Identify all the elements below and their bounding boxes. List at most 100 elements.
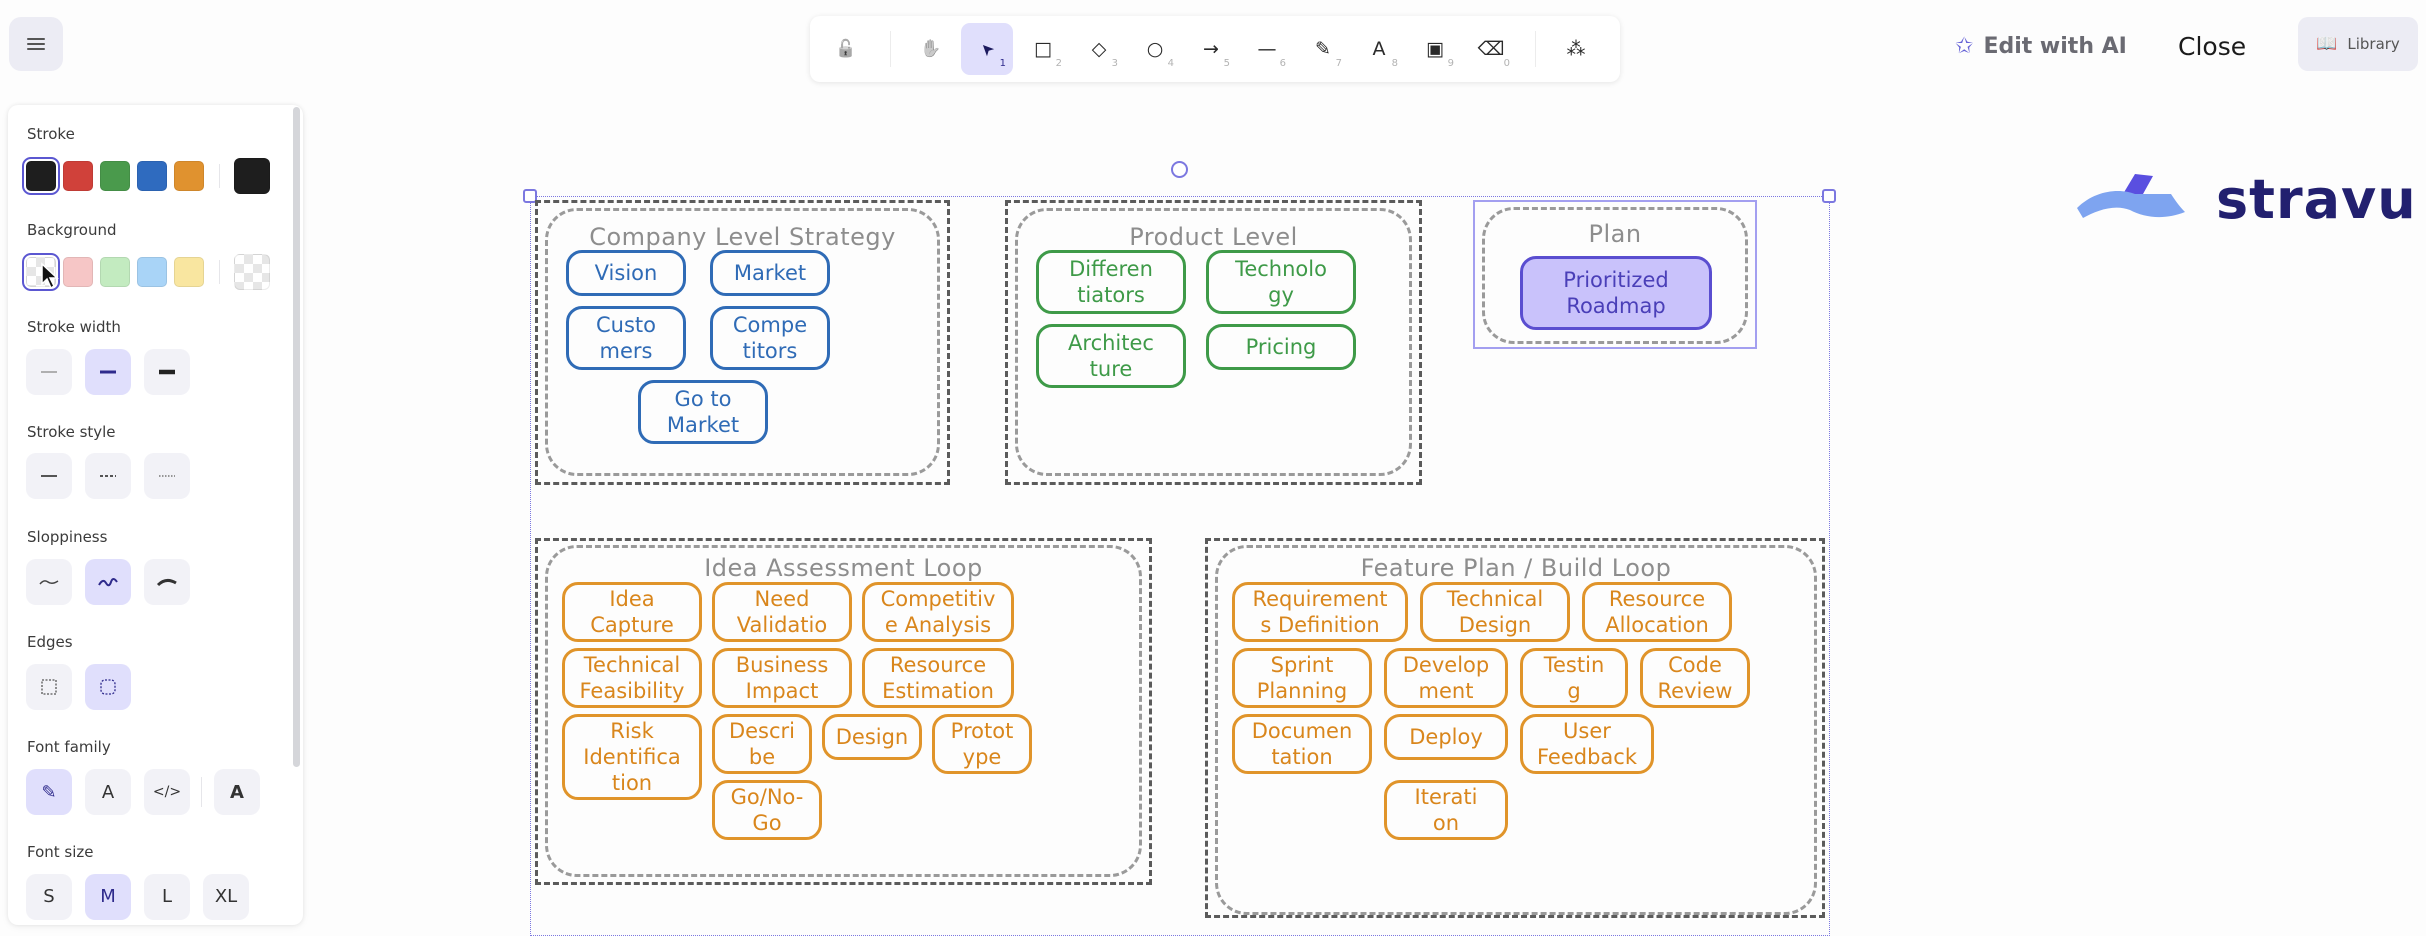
sloppiness-artist-button[interactable] [85, 559, 131, 605]
stroke-color-swatch[interactable] [100, 161, 130, 191]
resize-handle-top-right[interactable] [1822, 189, 1836, 203]
font-code-button[interactable]: </> [144, 769, 190, 815]
stroke-color-picker[interactable] [234, 158, 270, 194]
stroke-width-extra-bold-button[interactable] [144, 349, 190, 395]
diagram-node[interactable]: Design [822, 714, 922, 760]
edges-round-button[interactable] [85, 664, 131, 710]
sloppiness-cartoonist-button[interactable] [144, 559, 190, 605]
background-color-swatch[interactable] [100, 257, 130, 287]
diagram-node[interactable]: User Feedback [1520, 714, 1654, 774]
stroke-width-bold-button[interactable] [85, 349, 131, 395]
diagram-node[interactable]: Technical Design [1420, 582, 1570, 642]
stroke-color-swatch[interactable] [63, 161, 93, 191]
tool-rectangle-button[interactable]: □2 [1017, 23, 1069, 75]
diagram-node[interactable]: Resource Allocation [1582, 582, 1732, 642]
tool-hand-button[interactable]: ✋ [905, 23, 957, 75]
diagram-node[interactable]: Architec ture [1036, 324, 1186, 388]
panel-scrollbar[interactable] [293, 107, 300, 767]
diagram-node[interactable]: Descri be [712, 714, 812, 774]
diagram-node[interactable]: Iterati on [1384, 780, 1508, 840]
diagram-node[interactable]: Develop ment [1384, 648, 1508, 708]
stroke-style-dashed-button[interactable] [85, 453, 131, 499]
tool-arrow-button[interactable]: →5 [1185, 23, 1237, 75]
stroke-color-swatch[interactable] [22, 157, 60, 195]
diagram-node[interactable]: Pricing [1206, 324, 1356, 370]
font-family-label: Font family [27, 738, 111, 756]
resize-handle-top-left[interactable] [523, 189, 537, 203]
tool-more-tools-button[interactable]: ⁂ [1550, 23, 1602, 75]
diagram-node[interactable]: Resource Estimation [862, 648, 1014, 708]
stroke-color-swatch[interactable] [137, 161, 167, 191]
font-size-m-button[interactable]: M [85, 874, 131, 920]
tool-diamond-button[interactable]: ◇3 [1073, 23, 1125, 75]
font-normal-button[interactable]: A [85, 769, 131, 815]
book-icon: 📖 [2316, 34, 2338, 54]
diagram-node[interactable]: Testin g [1520, 648, 1628, 708]
edit-with-ai-button[interactable]: ✩ Edit with AI [1955, 26, 2127, 66]
diagram-node[interactable]: Market [710, 250, 830, 296]
frame-idea-assessment-loop-container[interactable]: Idea Assessment Loop [545, 545, 1142, 877]
tool-eraser-button[interactable]: ⌫0 [1465, 23, 1517, 75]
stroke-style-solid-button[interactable] [26, 453, 72, 499]
close-button[interactable]: Close [2178, 31, 2247, 61]
main-menu-button[interactable] [9, 17, 63, 71]
diagram-node[interactable]: Prioritized Roadmap [1520, 256, 1712, 330]
font-size-label: Font size [27, 843, 94, 861]
background-color-swatch[interactable] [63, 257, 93, 287]
stroke-color-swatch[interactable] [174, 161, 204, 191]
diagram-node[interactable]: Vision [566, 250, 686, 296]
eraser-icon: ⌫ [1477, 38, 1505, 60]
background-color-swatch[interactable] [174, 257, 204, 287]
diagram-node[interactable]: Technical Feasibility [562, 648, 702, 708]
diagram-node[interactable]: Technolo gy [1206, 250, 1356, 314]
diagram-node[interactable]: Go to Market [638, 380, 768, 444]
diagram-node[interactable]: Sprint Planning [1232, 648, 1372, 708]
font-hand-drawn-button[interactable]: ✎ [26, 769, 72, 815]
diagram-node[interactable]: Go/No- Go [712, 780, 822, 840]
image-icon: ▣ [1426, 38, 1444, 60]
diagram-node[interactable]: Differen tiators [1036, 250, 1186, 314]
diagram-node[interactable]: Custo mers [566, 306, 686, 370]
diagram-node[interactable]: Requirement s Definition [1232, 582, 1408, 642]
tool-line-button[interactable]: —6 [1241, 23, 1293, 75]
frame-company-level-strategy[interactable] [535, 200, 950, 485]
diagram-node[interactable]: Need Validatio [712, 582, 852, 642]
ellipse-icon: ○ [1146, 38, 1164, 60]
font-size-l-button[interactable]: L [144, 874, 190, 920]
diagram-node[interactable]: Deploy [1384, 714, 1508, 760]
shortcut-key: 3 [1111, 58, 1118, 69]
library-button[interactable]: 📖 Library [2298, 17, 2418, 71]
sloppiness-architect-button[interactable] [26, 559, 72, 605]
tool-ellipse-button[interactable]: ○4 [1129, 23, 1181, 75]
diagram-node[interactable]: Competitiv e Analysis [862, 582, 1014, 642]
edges-sharp-button[interactable] [26, 664, 72, 710]
stroke-style-options [26, 453, 203, 499]
frame-plan-container[interactable]: Plan [1482, 207, 1748, 344]
tool-draw-button[interactable]: ✎7 [1297, 23, 1349, 75]
diagram-node[interactable]: Business Impact [712, 648, 852, 708]
frame-company-level-strategy-container[interactable]: Company Level Strategy [545, 208, 940, 476]
properties-panel: Stroke Background Stroke width Stroke st… [8, 105, 303, 925]
diagram-node[interactable]: Compe titors [710, 306, 830, 370]
frame-product-level-container[interactable]: Product Level [1015, 208, 1412, 476]
stroke-width-thin-button[interactable] [26, 349, 72, 395]
font-size-xl-button[interactable]: XL [203, 874, 249, 920]
more-fonts-button[interactable]: A [214, 769, 260, 815]
diagram-node[interactable]: Documen tation [1232, 714, 1372, 774]
diagram-node[interactable]: Protot ype [932, 714, 1032, 774]
frame-product-level[interactable] [1005, 200, 1422, 485]
rotate-handle[interactable] [1171, 161, 1188, 178]
background-color-picker[interactable] [234, 254, 270, 290]
frame-idea-assessment-loop[interactable] [535, 538, 1152, 885]
pencil-icon: ✎ [1315, 38, 1331, 60]
tool-image-button[interactable]: ▣9 [1409, 23, 1461, 75]
tool-selection-button[interactable]: ➤1 [961, 23, 1013, 75]
diagram-node[interactable]: Idea Capture [562, 582, 702, 642]
background-color-swatch[interactable] [137, 257, 167, 287]
tool-lock-button[interactable]: 🔓 [820, 23, 872, 75]
font-size-s-button[interactable]: S [26, 874, 72, 920]
diagram-node[interactable]: Code Review [1640, 648, 1750, 708]
stroke-style-dotted-button[interactable] [144, 453, 190, 499]
diagram-node[interactable]: Risk Identifica tion [562, 714, 702, 800]
